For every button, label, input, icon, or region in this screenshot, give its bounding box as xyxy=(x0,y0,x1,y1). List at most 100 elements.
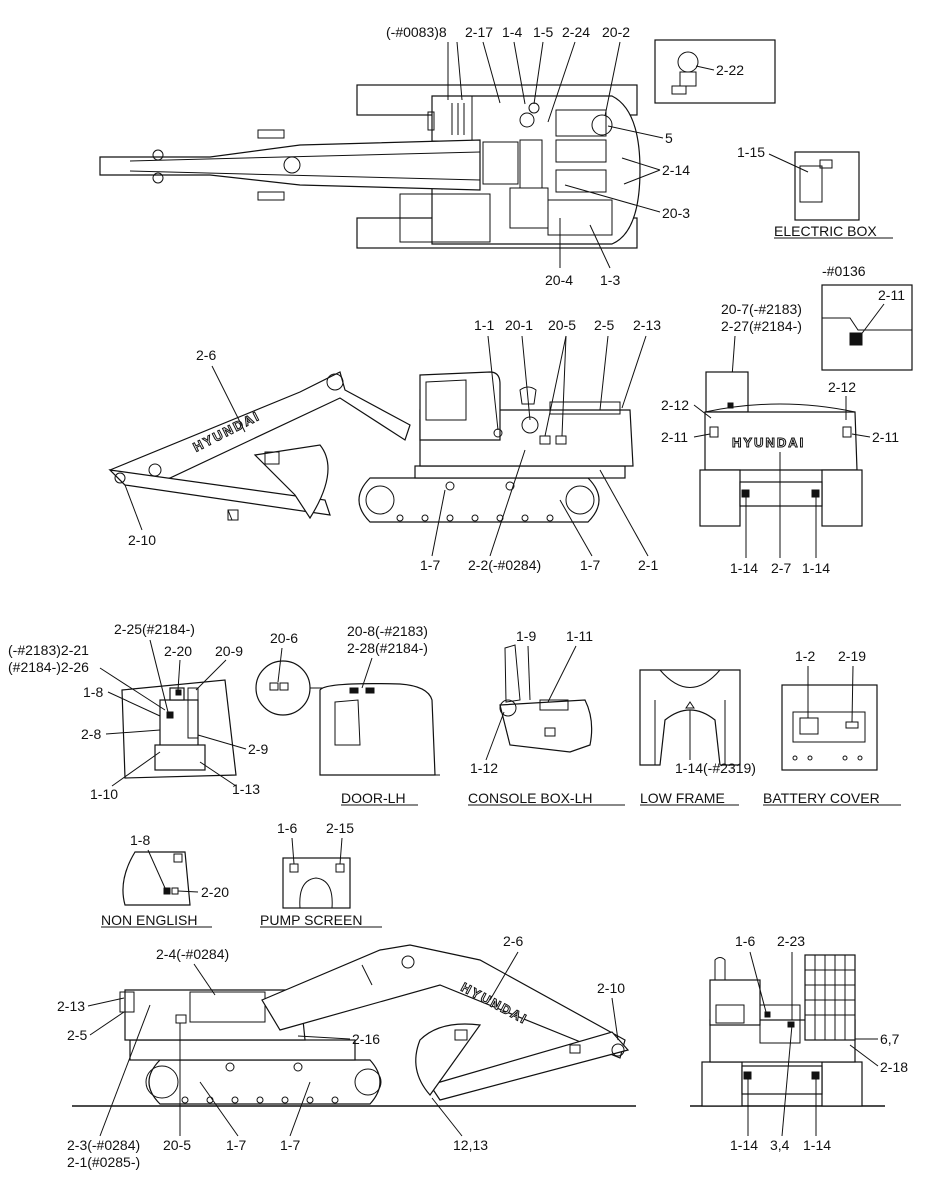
label-2-12-right: 2-12 xyxy=(828,379,856,395)
label-1-6-pump: 1-6 xyxy=(277,820,297,836)
label-2-6-right: 2-6 xyxy=(503,933,523,949)
brand-rear: HYUNDAI xyxy=(732,435,805,450)
label-1-14-left: 1-14 xyxy=(730,560,758,576)
label-2-9: 2-9 xyxy=(248,741,268,757)
label-2-1-left: 2-1 xyxy=(638,557,658,573)
label-2-3: 2-3(-#0284) xyxy=(67,1137,140,1153)
label-20-1: 20-1 xyxy=(505,317,533,333)
label-8: (-#0083)8 xyxy=(386,24,447,40)
top-view-labels: (-#0083)8 2-17 1-4 1-5 2-24 20-2 2-22 5 … xyxy=(386,24,744,288)
label-1-11: 1-11 xyxy=(566,628,593,644)
label-12-13: 12,13 xyxy=(453,1137,488,1153)
label-2-2: 2-2(-#0284) xyxy=(468,557,541,573)
label-2-1-right: 2-1(#0285-) xyxy=(67,1154,140,1170)
label-2-26: (#2184-)2-26 xyxy=(8,659,89,675)
label-20-5-right: 20-5 xyxy=(163,1137,191,1153)
label-2-13-right: 2-13 xyxy=(57,998,85,1014)
caption-battery-cover: BATTERY COVER xyxy=(763,790,880,806)
label-1-14-right: 1-14 xyxy=(802,560,830,576)
label-2-28: 2-28(#2184-) xyxy=(347,640,428,656)
label-1-6-front: 1-6 xyxy=(735,933,755,949)
label-2-18: 2-18 xyxy=(880,1059,908,1075)
front-view: 1-6 2-23 6,7 2-18 1-14 3,4 1-14 xyxy=(690,933,908,1153)
label-3-4: 3,4 xyxy=(770,1137,790,1153)
label-20-4: 20-4 xyxy=(545,272,573,288)
caption-electric-box: ELECTRIC BOX xyxy=(774,223,877,239)
pump-screen: 1-6 2-15 PUMP SCREEN xyxy=(260,820,382,928)
label-2-23: 2-23 xyxy=(777,933,805,949)
label-2-17: 2-17 xyxy=(465,24,493,40)
caption-non-english: NON ENGLISH xyxy=(101,912,197,928)
label-2-25: 2-25(#2184-) xyxy=(114,621,195,637)
label-20-7: 20-7(-#2183) xyxy=(721,301,802,317)
console-box: 1-9 1-11 1-12 CONSOLE BOX-LH xyxy=(468,628,625,806)
label-1-4: 1-4 xyxy=(502,24,522,40)
label-2-11-left: 2-11 xyxy=(661,429,688,445)
label-1-14-low-frame: 1-14(-#2319) xyxy=(675,760,756,776)
cab-interior: 2-25(#2184-) (-#2183)2-21 (#2184-)2-26 2… xyxy=(8,621,268,802)
label-2-19: 2-19 xyxy=(838,648,866,664)
top-view xyxy=(99,39,776,249)
label-2-7: 2-7 xyxy=(771,560,791,576)
label-2-15: 2-15 xyxy=(326,820,354,836)
label-2-27: 2-27(#2184-) xyxy=(721,318,802,334)
door-lh: 20-6 20-8(-#2183) 2-28(#2184-) DOOR-LH xyxy=(255,623,440,806)
label-2-10-left: 2-10 xyxy=(128,532,156,548)
label-2-8: 2-8 xyxy=(81,726,101,742)
label-1-5: 1-5 xyxy=(533,24,553,40)
label-1-7-right-a: 1-7 xyxy=(226,1137,246,1153)
label-2-20-non-english: 2-20 xyxy=(201,884,229,900)
label-2-4: 2-4(-#0284) xyxy=(156,946,229,962)
label-1-7-b: 1-7 xyxy=(580,557,600,573)
label-1-15: 1-15 xyxy=(737,144,765,160)
label-2-13-left: 2-13 xyxy=(633,317,661,333)
label-1-2: 1-2 xyxy=(795,648,815,664)
label-2-20-cab: 2-20 xyxy=(164,643,192,659)
label-1-7-a: 1-7 xyxy=(420,557,440,573)
label-2-6-left: 2-6 xyxy=(196,347,216,363)
label-serial-0136: -#0136 xyxy=(822,263,866,279)
label-1-7-right-b: 1-7 xyxy=(280,1137,300,1153)
label-1-14-front-left: 1-14 xyxy=(730,1137,758,1153)
label-1-14-front-right: 1-14 xyxy=(803,1137,831,1153)
label-6-7: 6,7 xyxy=(880,1031,900,1047)
label-2-24: 2-24 xyxy=(562,24,590,40)
electric-box: 1-15 ELECTRIC BOX xyxy=(737,144,893,239)
label-2-22: 2-22 xyxy=(716,62,744,78)
label-1-10: 1-10 xyxy=(90,786,118,802)
non-english: 1-8 2-20 NON ENGLISH xyxy=(101,832,229,928)
label-1-3: 1-3 xyxy=(600,272,620,288)
label-1-9: 1-9 xyxy=(516,628,536,644)
side-view-left: HYUNDAI 2-6 1-1 20-1 20-5 2-5 2-13 2-10 … xyxy=(108,317,661,573)
label-1-12: 1-12 xyxy=(470,760,498,776)
label-1-8-cab: 1-8 xyxy=(83,684,103,700)
low-frame: 1-14(-#2319) LOW FRAME xyxy=(639,669,756,806)
label-2-5-left: 2-5 xyxy=(594,317,614,333)
label-1-1: 1-1 xyxy=(474,317,494,333)
caption-low-frame: LOW FRAME xyxy=(640,790,725,806)
label-1-13: 1-13 xyxy=(232,781,260,797)
label-2-11-inset: 2-11 xyxy=(878,287,905,303)
side-view-right: HYUNDAI 2-4(-#0284) 2-6 2-10 2-13 2-5 2-… xyxy=(57,933,636,1170)
label-2-5-right: 2-5 xyxy=(67,1027,87,1043)
label-20-2: 20-2 xyxy=(602,24,630,40)
caption-console-box: CONSOLE BOX-LH xyxy=(468,790,592,806)
label-20-3: 20-3 xyxy=(662,205,690,221)
battery-cover: 1-2 2-19 BATTERY COVER xyxy=(763,648,901,806)
rear-view: -#0136 2-11 20-7(-#2183) 2-27(#2184-) HY… xyxy=(661,263,913,576)
label-2-12-left: 2-12 xyxy=(661,397,689,413)
label-20-6: 20-6 xyxy=(270,630,298,646)
label-20-5-left: 20-5 xyxy=(548,317,576,333)
label-20-8: 20-8(-#2183) xyxy=(347,623,428,639)
label-2-16: 2-16 xyxy=(352,1031,380,1047)
label-2-11-right: 2-11 xyxy=(872,429,899,445)
label-5: 5 xyxy=(665,130,673,146)
label-2-21: (-#2183)2-21 xyxy=(8,642,89,658)
caption-pump-screen: PUMP SCREEN xyxy=(260,912,362,928)
label-1-8-non-english: 1-8 xyxy=(130,832,150,848)
label-2-14: 2-14 xyxy=(662,162,690,178)
caption-door-lh: DOOR-LH xyxy=(341,790,406,806)
label-2-10-right: 2-10 xyxy=(597,980,625,996)
label-20-9: 20-9 xyxy=(215,643,243,659)
